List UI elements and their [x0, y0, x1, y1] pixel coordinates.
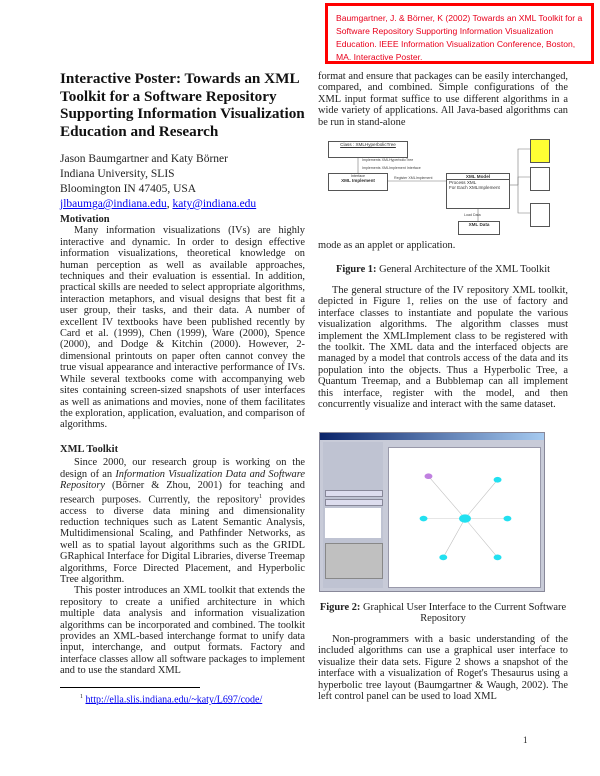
- hyperbolic-tree-graph: [419, 473, 512, 561]
- paragraph: This poster introduces an XML toolkit th…: [60, 585, 305, 677]
- footnote-divider: [60, 687, 200, 688]
- architecture-paragraph: The general structure of the IV reposito…: [318, 285, 568, 411]
- affiliation: Indiana University, SLIS: [60, 168, 175, 180]
- edge-label: Implements XMLHyperbolicTree: [362, 158, 414, 162]
- component-node: [530, 203, 550, 227]
- section-heading: XML Toolkit: [60, 444, 119, 455]
- paragraph: Since 2000, our research group is workin…: [60, 457, 305, 585]
- window-titlebar: [320, 433, 544, 440]
- separator: ,: [166, 198, 173, 210]
- paragraph-continued: mode as an applet or application.: [318, 240, 456, 251]
- page-number: 1: [523, 735, 528, 745]
- panel-button: [325, 499, 383, 506]
- figure-1-architecture-diagram: Class : XMLHyperbolicTree Implements XML…: [318, 135, 570, 235]
- paragraph: format and ensure that packages can be e…: [318, 71, 568, 128]
- class-box: Class : XMLHyperbolicTree: [328, 141, 408, 158]
- citation-text: Baumgartner, J. & Börner, K (2002) Towar…: [336, 13, 583, 62]
- email-link-borner[interactable]: katy@indiana.edu: [172, 198, 257, 210]
- edge-label: Register XMLImplement: [394, 176, 433, 180]
- footnote: 1 http://ella.slis.indiana.edu/~katy/L69…: [80, 694, 263, 706]
- algorithm-list: [325, 508, 381, 538]
- email-link-baumgartner[interactable]: jlbaumga@indiana.edu: [60, 198, 167, 210]
- figure-2-gui-screenshot: [319, 432, 545, 592]
- author-block: Jason Baumgartner and Katy Börner Indian…: [60, 152, 310, 212]
- edge-label: Load Data: [464, 213, 481, 217]
- paragraph: Many information visualizations (IVs) ar…: [60, 225, 305, 431]
- control-panel: [323, 442, 383, 588]
- edge-label: Implements XMLImplement Interface: [362, 166, 421, 170]
- gui-paragraph: Non-programmers with a basic understandi…: [318, 634, 568, 703]
- hyperbolic-tree-view: [388, 447, 541, 588]
- xml-data-box: XML Data: [458, 221, 500, 235]
- citation-box: Baumgartner, J. & Börner, K (2002) Towar…: [325, 3, 594, 64]
- figure-2-caption: Figure 2: Graphical User Interface to th…: [319, 602, 567, 624]
- right-column-intro: format and ensure that packages can be e…: [318, 71, 568, 128]
- component-node-highlighted: [530, 139, 550, 163]
- panel-button: [325, 490, 383, 497]
- xml-toolkit-section: XML Toolkit Since 2000, our research gro…: [60, 444, 305, 677]
- paper-title: Interactive Poster: Towards an XML Toolk…: [60, 70, 305, 140]
- panel-box: [325, 543, 383, 579]
- xml-model-box: XML Model Process XML For Each XMLImplem…: [446, 173, 510, 209]
- footnote-link[interactable]: http://ella.slis.indiana.edu/~katy/L697/…: [85, 694, 263, 706]
- figure-1-caption: Figure 1: General Architecture of the XM…: [335, 264, 551, 275]
- motivation-section: Motivation Many information visualizatio…: [60, 214, 305, 431]
- section-heading: Motivation: [60, 214, 110, 225]
- author-names: Jason Baumgartner and Katy Börner: [60, 153, 228, 165]
- address: Bloomington IN 47405, USA: [60, 183, 197, 195]
- component-node: [530, 167, 550, 191]
